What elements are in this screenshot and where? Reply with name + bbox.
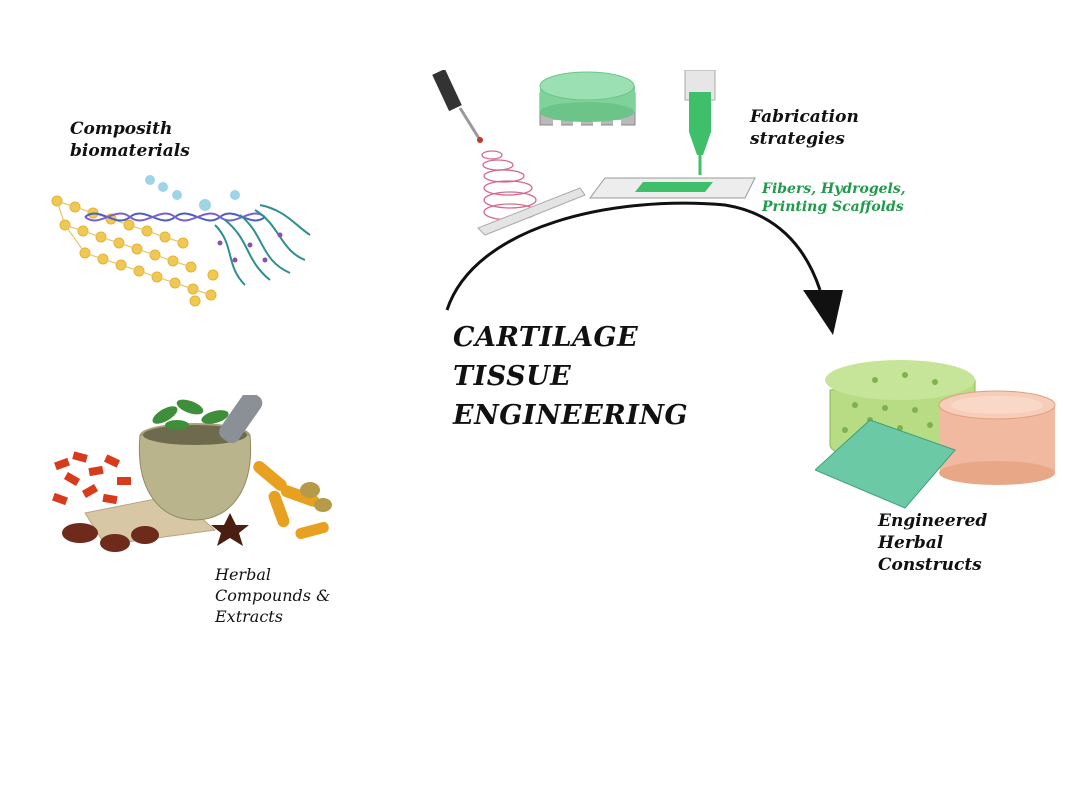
herbal-line3: Extracts [215, 606, 283, 626]
bioprinter-nozzle-icon [589, 70, 756, 199]
fabrication-sub1: Fibers, Hydrogels, [762, 181, 906, 197]
fabrication-line2: strategies [750, 129, 845, 150]
fabrication-strategies-label: Fabrication strategies [750, 106, 859, 150]
engineered-constructs-label: Engineered Herbal Constructs [878, 510, 987, 576]
center-line2: TISSUE [453, 361, 572, 393]
electrospinning-needle-icon [432, 70, 586, 236]
composite-line2: biomaterials [70, 141, 190, 162]
composite-line1: Composith [70, 119, 173, 139]
scaffold-constructs-icon [815, 360, 1056, 509]
center-title: CARTILAGE TISSUE ENGINEERING [453, 318, 688, 435]
center-line3: ENGINEERING [453, 400, 689, 432]
composite-biomaterials-label: Composith biomaterials [70, 118, 190, 162]
biomaterial-molecule-icon [51, 175, 311, 307]
fabrication-sub2: Printing Scaffolds [762, 199, 904, 216]
curved-arrow-icon [445, 201, 843, 335]
center-line1: CARTILAGE [453, 322, 639, 353]
herbal-mortar-icon [52, 395, 332, 552]
hydrogel-mold-icon [539, 71, 636, 126]
engineered-line2: Herbal [878, 533, 944, 554]
fabrication-line1: Fabrication [750, 107, 859, 127]
engineered-line3: Constructs [878, 555, 982, 576]
herbal-compounds-label: Herbal Compounds & Extracts [215, 565, 330, 627]
herbal-line1: Herbal [215, 565, 271, 584]
engineered-line1: Engineered [878, 511, 988, 531]
fabrication-methods-label: Fibers, Hydrogels, Printing Scaffolds [762, 180, 906, 216]
herbal-line2: Compounds & [215, 585, 331, 605]
